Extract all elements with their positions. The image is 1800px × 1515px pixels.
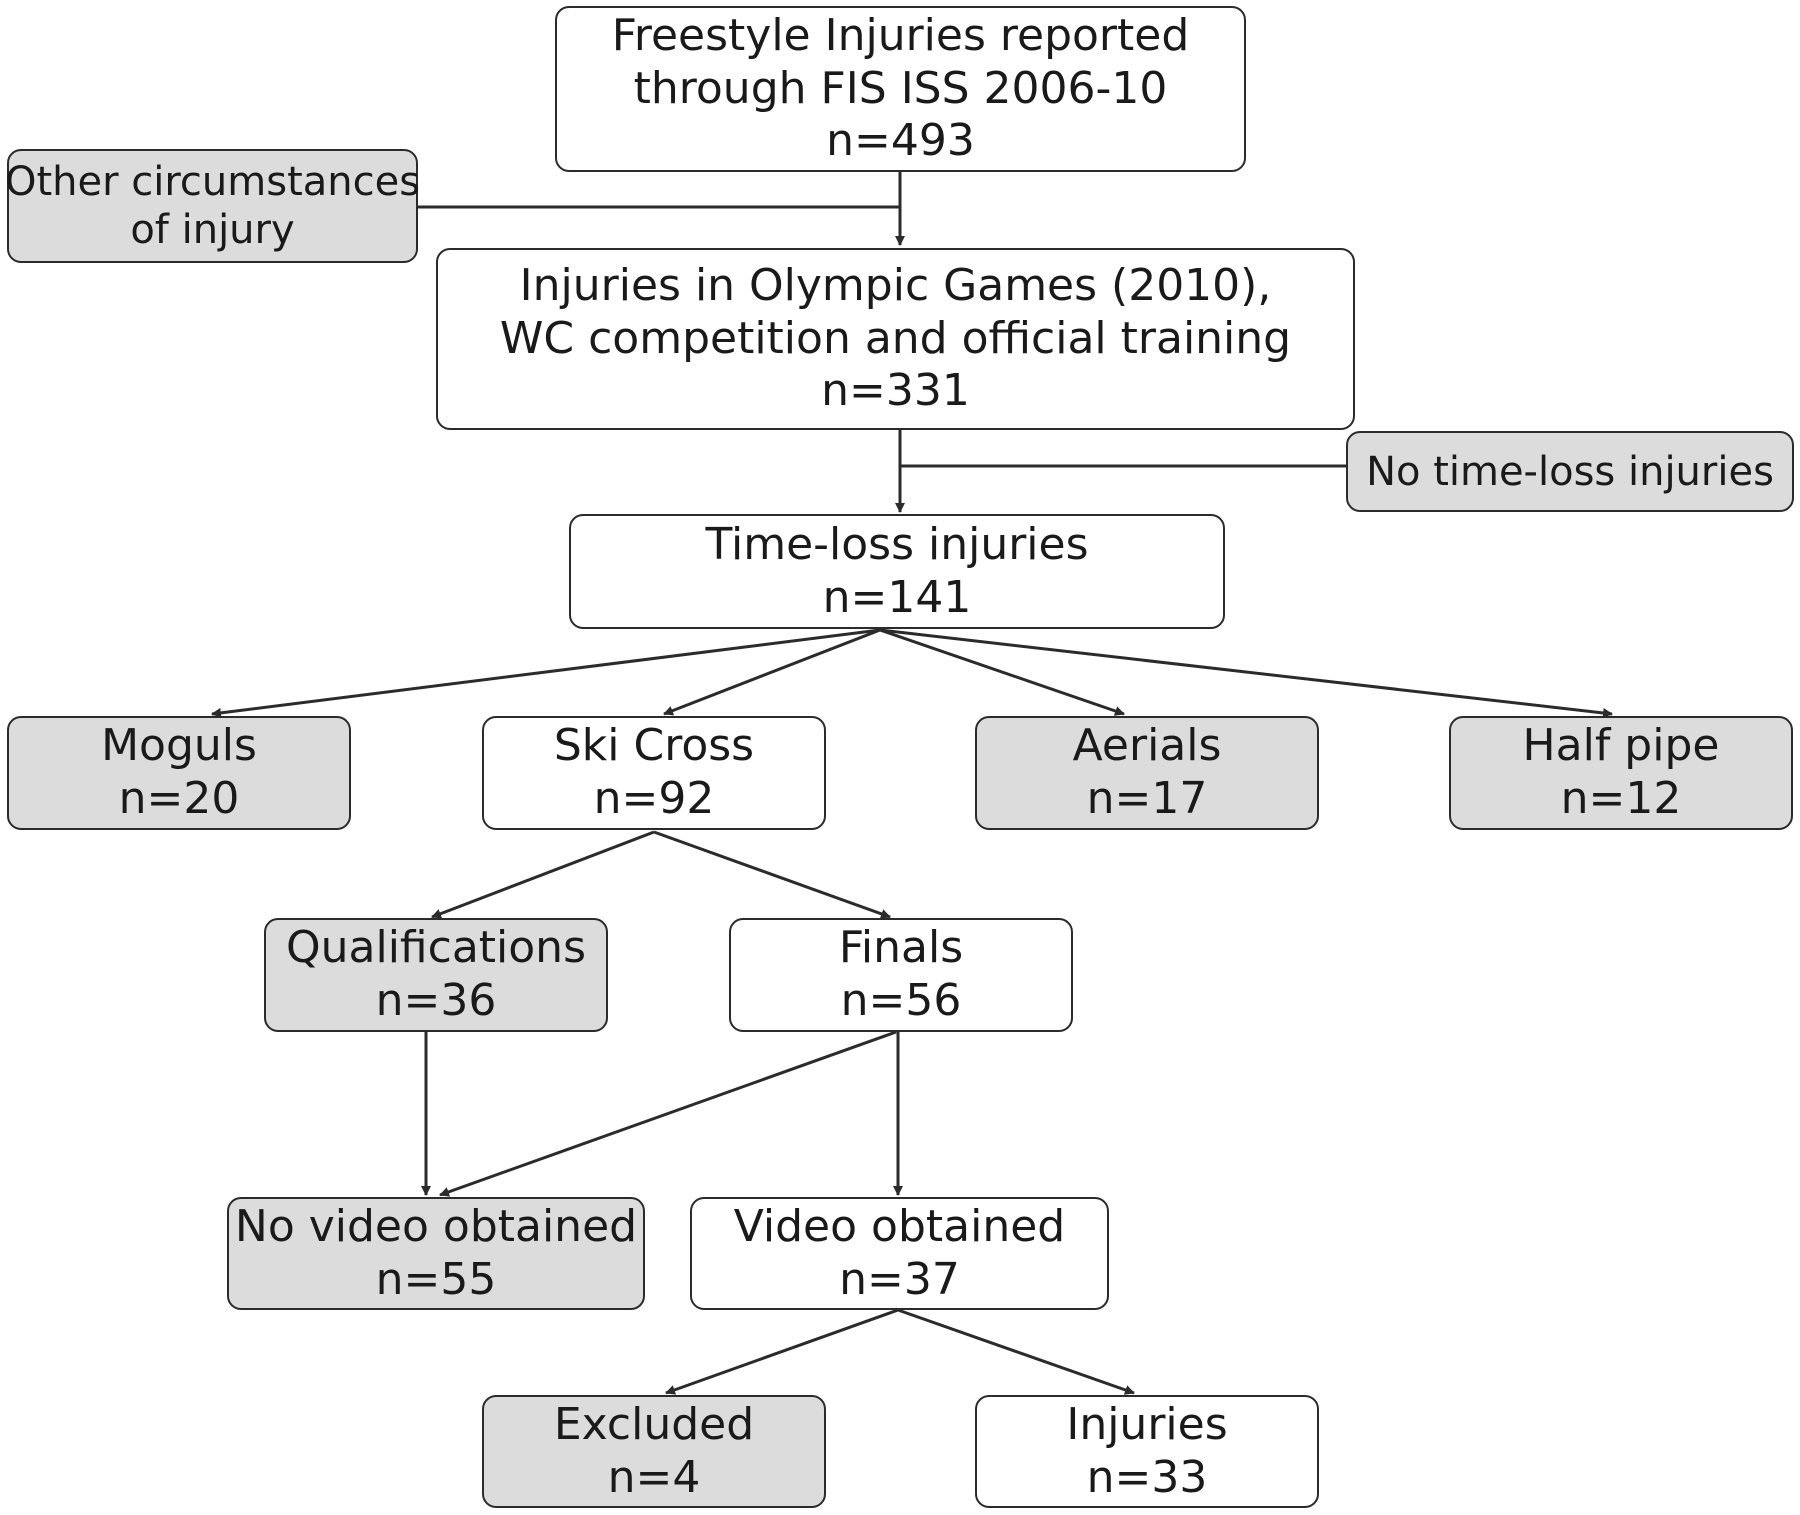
- arrow-skicross-to-qualifications: [431, 830, 655, 919]
- box-time-loss: Time-loss injuries n=141: [569, 514, 1225, 629]
- box-video-obtained-label: Video obtained: [733, 1200, 1066, 1252]
- box-no-time-loss: No time-loss injuries: [1346, 431, 1794, 512]
- box-other-circumstances-line1: Other circumstances: [4, 159, 421, 205]
- box-excluded-count: n=4: [607, 1451, 701, 1503]
- box-half-pipe: Half pipe n=12: [1449, 716, 1793, 830]
- box-olympic-wc: Injuries in Olympic Games (2010), WC com…: [436, 248, 1355, 430]
- box-no-time-loss-label: No time-loss injuries: [1366, 448, 1774, 495]
- box-other-circumstances: Other circumstances of injury: [4, 149, 421, 263]
- box-finals-label: Finals: [838, 922, 964, 974]
- arrow-skicross-to-finals: [653, 830, 891, 919]
- box-moguls-label: Moguls: [101, 720, 257, 772]
- arrow-finals-to-novideo: [439, 1030, 897, 1197]
- box-video-obtained-count: n=37: [839, 1253, 960, 1305]
- box-half-pipe-label: Half pipe: [1522, 720, 1720, 772]
- box-ski-cross: Ski Cross n=92: [482, 716, 826, 830]
- box-moguls: Moguls n=20: [7, 716, 351, 830]
- box-finals: Finals n=56: [729, 918, 1073, 1032]
- box-excluded-label: Excluded: [553, 1398, 755, 1450]
- box-time-loss-count: n=141: [822, 571, 972, 623]
- box-source-count: n=493: [826, 115, 975, 167]
- box-injuries: Injuries n=33: [975, 1395, 1319, 1508]
- box-aerials: Aerials n=17: [975, 716, 1319, 830]
- box-olympic-wc-line1: Injuries in Olympic Games (2010),: [519, 259, 1272, 311]
- box-qualifications: Qualifications n=36: [264, 918, 608, 1032]
- arrow-timeloss-to-moguls: [211, 628, 881, 718]
- box-excluded: Excluded n=4: [482, 1395, 826, 1508]
- box-aerials-count: n=17: [1086, 773, 1208, 824]
- box-olympic-wc-count: n=331: [821, 365, 970, 417]
- box-video-obtained: Video obtained n=37: [690, 1197, 1109, 1310]
- box-qualifications-count: n=36: [375, 975, 497, 1026]
- arrow-timeloss-to-halfpipe: [879, 628, 1613, 718]
- arrow-timeloss-to-skicross: [663, 628, 881, 716]
- box-other-circumstances-line2: of injury: [130, 207, 295, 253]
- box-finals-count: n=56: [840, 975, 962, 1026]
- box-aerials-label: Aerials: [1072, 720, 1222, 772]
- box-qualifications-label: Qualifications: [285, 922, 586, 974]
- box-moguls-count: n=20: [118, 773, 240, 824]
- box-ski-cross-label: Ski Cross: [553, 720, 755, 772]
- box-olympic-wc-line2: WC competition and official training: [499, 312, 1292, 364]
- box-source: Freestyle Injuries reported through FIS …: [555, 6, 1246, 172]
- box-source-line2: through FIS ISS 2006-10: [633, 62, 1168, 114]
- box-no-video: No video obtained n=55: [227, 1197, 645, 1310]
- arrow-video-to-injuries: [897, 1308, 1135, 1395]
- box-no-video-label: No video obtained: [234, 1200, 638, 1252]
- arrow-video-to-excluded: [665, 1308, 899, 1395]
- box-injuries-count: n=33: [1086, 1451, 1208, 1503]
- box-source-line1: Freestyle Injuries reported: [611, 9, 1190, 61]
- box-half-pipe-count: n=12: [1560, 773, 1682, 824]
- box-no-video-count: n=55: [375, 1253, 497, 1305]
- box-injuries-label: Injuries: [1066, 1398, 1228, 1450]
- arrow-timeloss-to-aerials: [879, 628, 1125, 716]
- box-time-loss-label: Time-loss injuries: [705, 518, 1089, 570]
- box-ski-cross-count: n=92: [593, 773, 715, 824]
